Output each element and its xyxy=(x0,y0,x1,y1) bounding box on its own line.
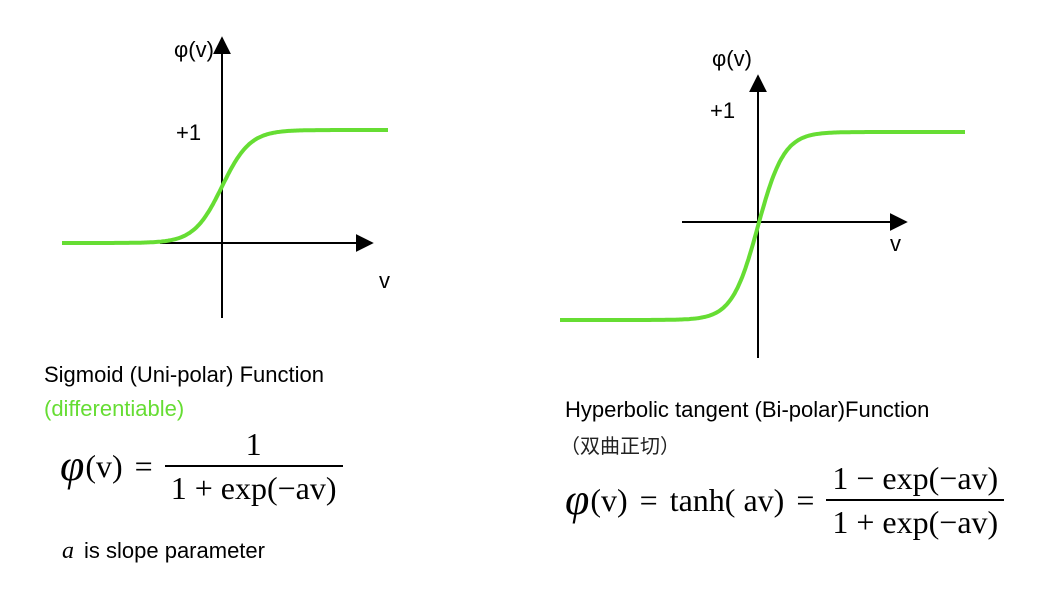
tanh-formula-numerator: 1 − exp(−av) xyxy=(832,460,999,496)
tanh-formula-fraction: 1 − exp(−av) 1 + exp(−av) xyxy=(826,460,1005,538)
tanh-y-axis-label: φ(v) xyxy=(712,46,752,71)
sigmoid-x-axis-label: v xyxy=(379,268,390,293)
sigmoid-formula-fraction: 1 1 + exp(−av) xyxy=(164,426,343,504)
slope-variable: a xyxy=(62,538,74,564)
tanh-formula-lhs: (v) xyxy=(590,482,628,518)
tanh-formula-middle: tanh( av) xyxy=(669,482,785,518)
tanh-formula-denominator: 1 + exp(−av) xyxy=(826,499,1005,538)
tanh-formula-equals-1: = xyxy=(639,482,658,518)
sigmoid-formula-numerator: 1 xyxy=(245,426,262,462)
sigmoid-curve xyxy=(62,128,388,245)
tanh-x-axis-label: v xyxy=(890,231,901,256)
sigmoid-formula-denominator: 1 + exp(−av) xyxy=(164,465,343,504)
sigmoid-formula: φ (v) = 1 1 + exp(−av) xyxy=(60,428,343,504)
sigmoid-note: (differentiable) xyxy=(44,396,185,421)
tanh-formula: φ (v) = tanh( av) = 1 − exp(−av) 1 + exp… xyxy=(565,460,1005,538)
tanh-curve xyxy=(560,130,965,322)
sigmoid-formula-equals: = xyxy=(134,448,153,484)
sigmoid-title: Sigmoid (Uni-polar) Function xyxy=(44,362,324,387)
tanh-formula-phi: φ xyxy=(565,475,590,524)
sigmoid-formula-phi: φ xyxy=(60,441,85,490)
sigmoid-level-label: +1 xyxy=(176,120,201,145)
tanh-title: Hyperbolic tangent (Bi-polar)Function xyxy=(565,397,930,422)
slope-text: is slope parameter xyxy=(84,538,265,563)
sigmoid-formula-lhs: (v) xyxy=(85,448,123,484)
tanh-formula-equals-2: = xyxy=(796,482,815,518)
tanh-level-label: +1 xyxy=(710,98,735,123)
slope-parameter-note: a is slope parameter xyxy=(62,538,265,565)
sigmoid-y-axis-label: φ(v) xyxy=(174,37,214,62)
tanh-subtitle: （双曲正切） xyxy=(560,434,680,458)
